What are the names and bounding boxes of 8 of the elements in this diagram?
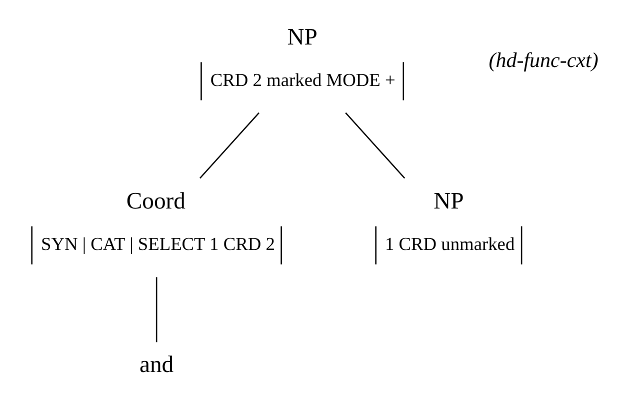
connector — [345, 112, 406, 178]
node-text: and — [140, 351, 174, 378]
connector — [200, 112, 260, 178]
node-text: NP CRD 2 marked MODE + — [210, 24, 396, 90]
connector — [156, 276, 158, 342]
node-text: NP 1 CRD unmarked — [385, 188, 515, 254]
node-label: (hd-func-cxt) — [488, 48, 598, 72]
node-text: Coord SYN | CAT | SELECT 1 CRD 2 — [41, 188, 275, 254]
